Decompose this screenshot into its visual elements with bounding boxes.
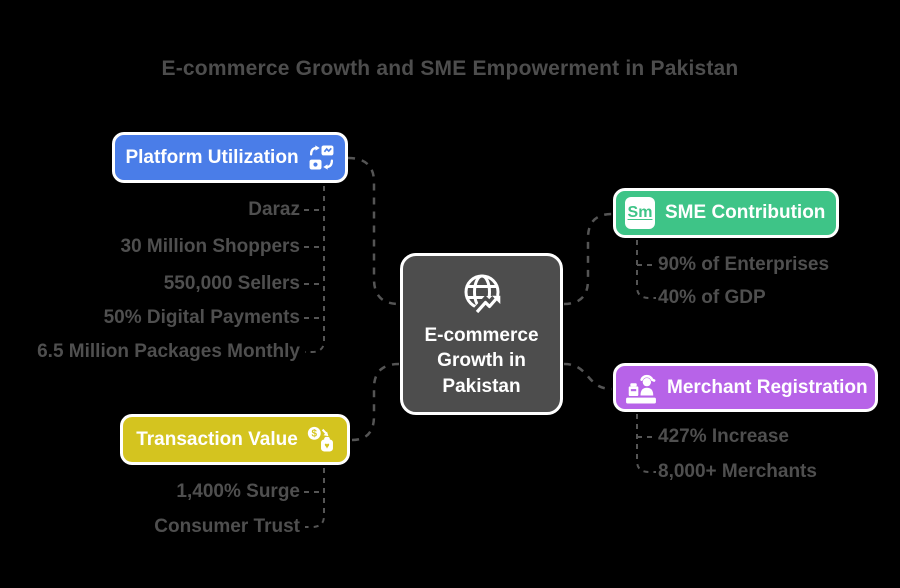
branch-box-platform: Platform Utilization: [112, 132, 348, 183]
merchant-items-spine: [636, 414, 656, 473]
link-center-merchant: [563, 362, 613, 391]
branch-box-sme: Sm SME Contribution: [613, 188, 839, 238]
svg-text:♥: ♥: [324, 441, 329, 451]
platform-sync-icon: [309, 145, 334, 170]
branch-box-transaction: Transaction Value $ ♥: [120, 414, 350, 465]
list-item-shoppers: 30 Million Shoppers: [120, 236, 300, 257]
list-item-digital-payments: 50% Digital Payments: [103, 307, 300, 328]
branch-label: Merchant Registration: [667, 376, 868, 398]
center-node-label: E-commerce Growth in Pakistan: [424, 324, 539, 397]
branch-box-merchant: Merchant Registration: [613, 363, 878, 412]
list-item-daraz: Daraz: [248, 199, 300, 220]
list-item-gdp: 40% of GDP: [658, 287, 766, 308]
list-item-merchants: 8,000+ Merchants: [658, 461, 817, 482]
center-node: E-commerce Growth in Pakistan: [400, 253, 563, 415]
link-transaction-center: [351, 362, 400, 442]
money-donation-icon: $ ♥: [307, 426, 333, 452]
merchant-register-icon: [626, 374, 656, 403]
platform-items-spine: [305, 186, 325, 353]
link-platform-center: [347, 156, 400, 306]
page-title: E-commerce Growth and SME Empowerment in…: [161, 57, 739, 80]
link-center-sme: [563, 212, 613, 306]
globe-growth-icon: [464, 274, 502, 315]
list-item-consumer-trust: Consumer Trust: [154, 516, 300, 537]
branch-label: Transaction Value: [136, 428, 298, 450]
branch-label: SME Contribution: [665, 202, 826, 223]
branch-label: Platform Utilization: [125, 146, 299, 168]
svg-text:$: $: [311, 429, 317, 440]
sme-items-spine: [636, 240, 656, 299]
list-item-sellers: 550,000 Sellers: [163, 273, 300, 294]
sme-badge-icon: Sm: [625, 197, 655, 229]
list-item-increase: 427% Increase: [658, 426, 789, 447]
list-item-enterprises: 90% of Enterprises: [658, 254, 830, 275]
list-item-packages-monthly: 6.5 Million Packages Monthly: [37, 341, 300, 362]
transaction-items-spine: [305, 468, 325, 528]
list-item-surge: 1,400% Surge: [176, 481, 300, 502]
